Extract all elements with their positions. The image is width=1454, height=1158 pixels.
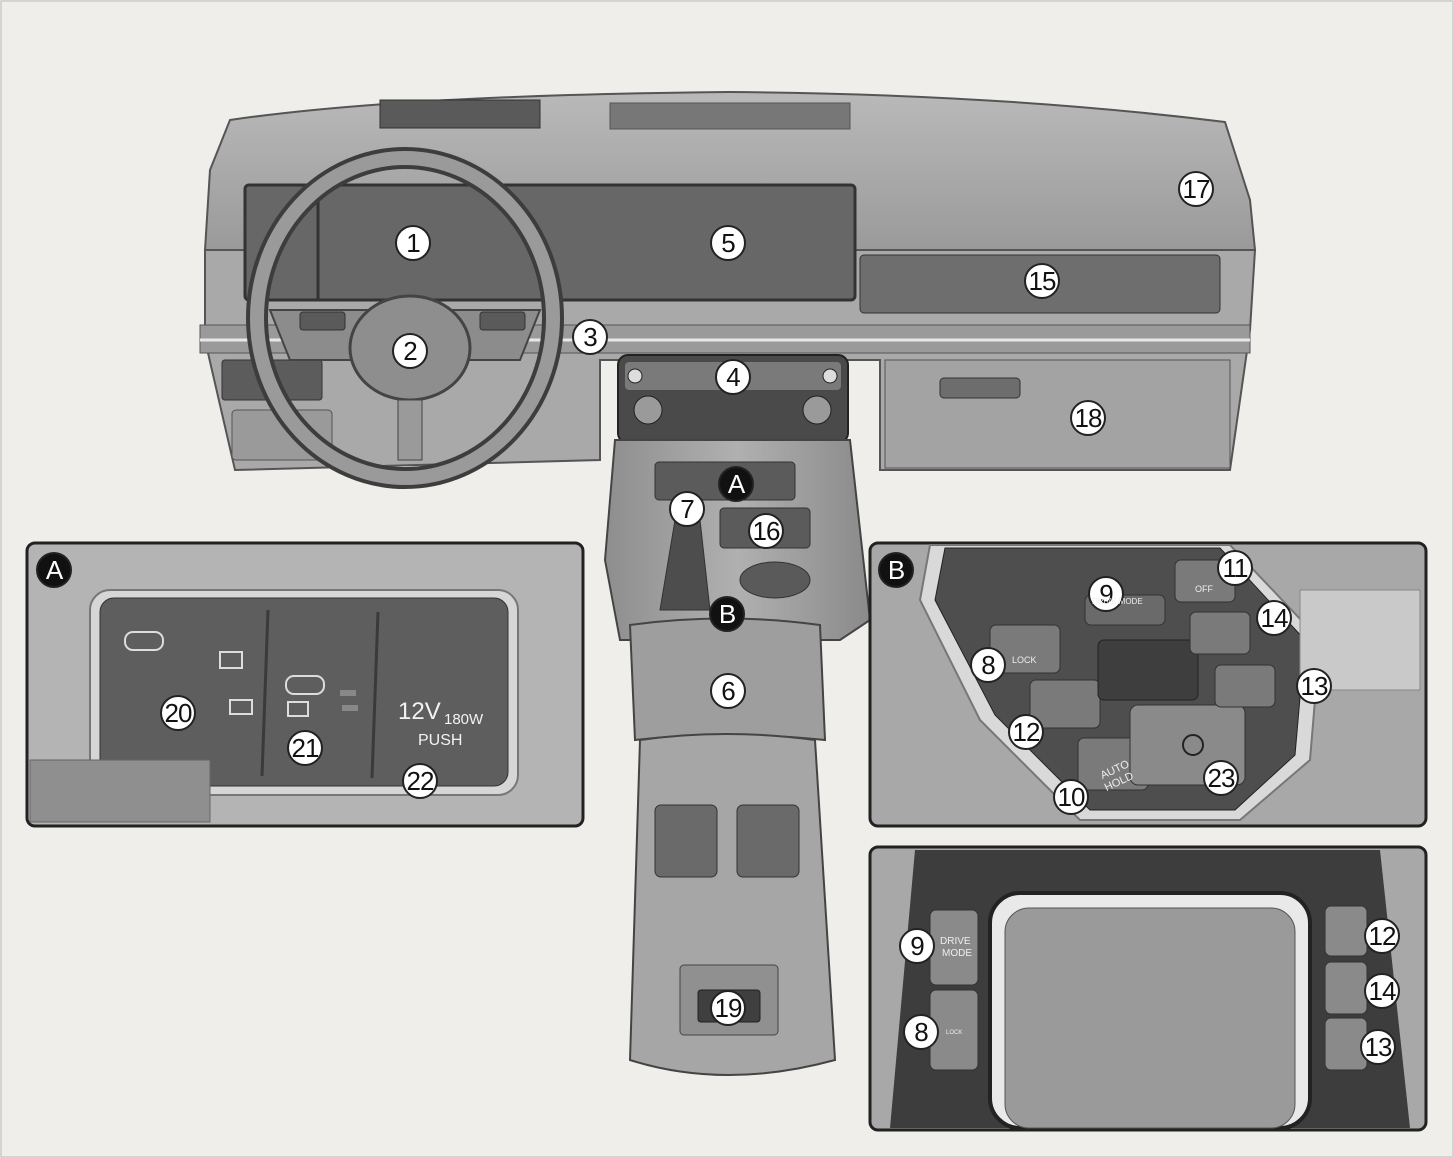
- outlet-wattage-label: 180W: [444, 711, 484, 728]
- center-console: [603, 439, 872, 1076]
- callout-12-c: 12: [1364, 918, 1400, 954]
- callout-10: 10: [1053, 779, 1089, 815]
- inset-b-badge: B: [878, 552, 914, 588]
- lock-label: LOCK: [1012, 655, 1037, 665]
- parking-assist-button: [1324, 961, 1368, 1015]
- callout-9: 9: [1088, 576, 1124, 612]
- callout-1: 1: [395, 225, 431, 261]
- rear-vent-left: [654, 804, 718, 878]
- callout-23: 23: [1203, 760, 1239, 796]
- drive-label: DRIVE: [940, 936, 971, 947]
- right-climate-knob: [802, 395, 832, 425]
- callout-12: 12: [1008, 714, 1044, 750]
- charge-icon: [219, 651, 243, 669]
- callout-16: 16: [748, 513, 784, 549]
- mode-label: MODE: [942, 948, 972, 959]
- inset-b: [868, 541, 1428, 828]
- charge-icon: [287, 701, 309, 717]
- drive-mode-label: DRIVE MODE: [1092, 597, 1143, 606]
- glove-box: [884, 359, 1231, 469]
- callout-15: 15: [1024, 263, 1060, 299]
- usb-charge-icon: [229, 699, 253, 715]
- callout-7: 7: [669, 491, 705, 527]
- usb-c-port-2: [285, 675, 325, 695]
- parking-assist-button: [1189, 611, 1251, 655]
- callout-4: 4: [715, 359, 751, 395]
- off-label: OFF: [1195, 584, 1213, 594]
- downhill-brake-button: [1324, 905, 1368, 957]
- outlet-voltage-label: 12V: [398, 698, 441, 725]
- callout-6: 6: [710, 673, 746, 709]
- callout-17: 17: [1178, 171, 1214, 207]
- callout-13-c: 13: [1360, 1029, 1396, 1065]
- callout-19: 19: [710, 990, 746, 1026]
- callout-9-c: 9: [899, 928, 935, 964]
- speaker-grille: [609, 102, 851, 130]
- parking-view-button: [1214, 664, 1276, 708]
- head-up-display-window: [379, 99, 541, 129]
- inset-a: [25, 541, 585, 828]
- wireless-charging-pad: [1004, 907, 1296, 1129]
- outlet-push-label: PUSH: [418, 732, 463, 749]
- usb-c-port-1: [124, 631, 164, 651]
- callout-18: 18: [1070, 400, 1106, 436]
- left-climate-knob: [633, 395, 663, 425]
- callout-14-c: 14: [1364, 973, 1400, 1009]
- callout-b-marker: B: [709, 596, 745, 632]
- callout-8: 8: [970, 647, 1006, 683]
- callout-8-c: 8: [903, 1014, 939, 1050]
- center-stack: [617, 354, 849, 444]
- inset-a-badge: A: [36, 552, 72, 588]
- rear-vent-right: [736, 804, 800, 878]
- callout-11: 11: [1217, 550, 1253, 586]
- callout-13: 13: [1296, 668, 1332, 704]
- lock-label-c: LOCK: [946, 1030, 963, 1036]
- callout-5: 5: [710, 225, 746, 261]
- callout-2: 2: [392, 333, 428, 369]
- callout-22: 22: [402, 763, 438, 799]
- callout-3: 3: [572, 319, 608, 355]
- callout-14: 14: [1256, 600, 1292, 636]
- callout-a-marker: A: [718, 466, 754, 502]
- downhill-brake-button: [1029, 679, 1101, 729]
- usb-outlet-panel: [99, 597, 509, 787]
- glove-box-handle: [939, 377, 1021, 399]
- inset-c: [868, 845, 1428, 1132]
- callout-21: 21: [287, 730, 323, 766]
- callout-20: 20: [160, 695, 196, 731]
- cup-holder: [739, 561, 811, 599]
